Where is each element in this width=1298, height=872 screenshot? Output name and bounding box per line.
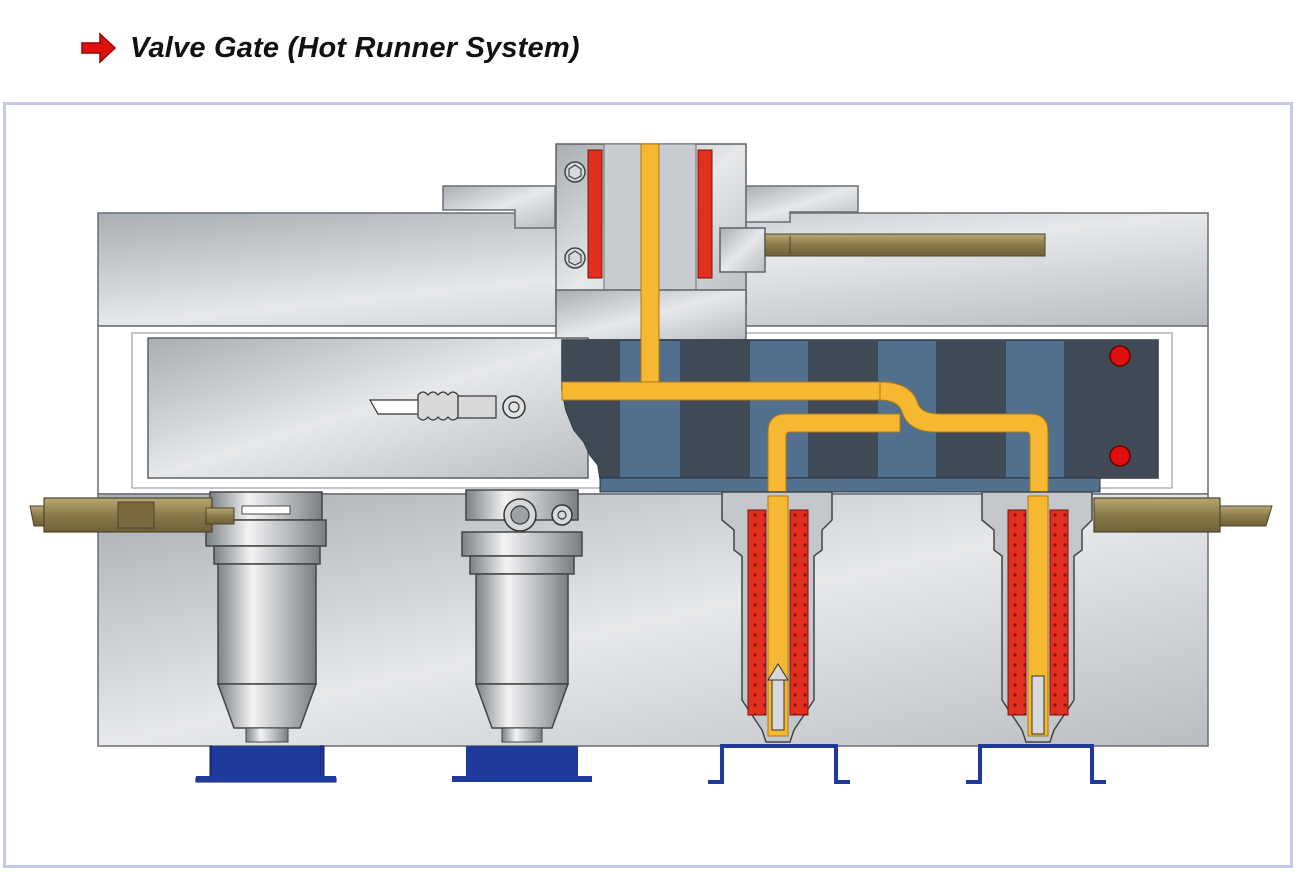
heated-nozzle-4 — [981, 491, 1093, 743]
locating-ring — [442, 185, 859, 229]
heated-nozzle-3 — [721, 491, 833, 743]
page-title: Valve Gate (Hot Runner System) — [130, 31, 580, 64]
actuator-right — [1093, 497, 1273, 533]
cavity-plates — [195, 744, 1106, 784]
thermocouple-rod — [764, 233, 1046, 257]
actuator-left — [29, 497, 235, 533]
nozzle-cylinder-1 — [205, 491, 327, 743]
manifold-cutaway — [561, 339, 1159, 493]
manifold-left — [147, 337, 589, 479]
right-arrow-icon — [81, 32, 117, 64]
nozzle-cylinder-2 — [461, 489, 583, 743]
melt-channel — [561, 143, 1049, 501]
title-row: Valve Gate (Hot Runner System) — [78, 26, 580, 70]
sprue-bushing — [555, 143, 766, 341]
